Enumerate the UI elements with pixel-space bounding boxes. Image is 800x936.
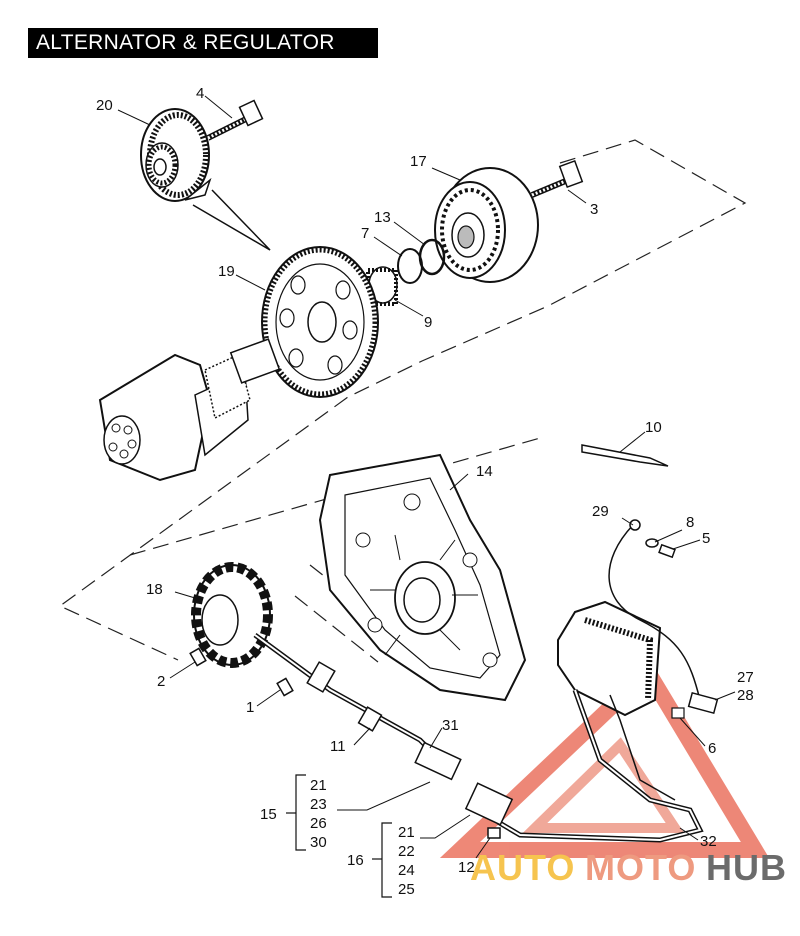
- bearing-9: [366, 266, 398, 306]
- ring-terminal-29: [629, 519, 641, 531]
- screw-1: [276, 677, 294, 697]
- callout-7: 7: [361, 225, 369, 242]
- callout-1: 1: [246, 699, 254, 716]
- callout-27: 27: [737, 669, 754, 686]
- callout-16: 16: [347, 852, 364, 869]
- callout-32: 32: [700, 833, 717, 850]
- callout-labels: 4 20 3 17 13 7 9 19 10 14 18 2 1 11 31 1…: [96, 85, 754, 898]
- callout-4: 4: [196, 85, 204, 102]
- group16-item: 21: [398, 824, 415, 841]
- callout-15: 15: [260, 806, 277, 823]
- group-brackets: [286, 774, 392, 898]
- group15-item: 30: [310, 834, 327, 851]
- callout-31: 31: [442, 717, 459, 734]
- gear-assembly-20: [140, 108, 212, 202]
- group16-item: 24: [398, 862, 415, 879]
- watermark-auto: AUTO: [470, 847, 575, 888]
- callout-6: 6: [708, 740, 716, 757]
- callout-18: 18: [146, 581, 163, 598]
- callout-9: 9: [424, 314, 432, 331]
- crankshaft: [98, 338, 281, 482]
- callout-5: 5: [702, 530, 710, 547]
- callout-8: 8: [686, 514, 694, 531]
- washer-8: [645, 538, 659, 548]
- gear-19: [261, 246, 379, 398]
- callout-14: 14: [476, 463, 493, 480]
- watermark-text: AUTO MOTO HUB: [470, 847, 787, 888]
- callout-19: 19: [218, 263, 235, 280]
- callout-3: 3: [590, 201, 598, 218]
- bolt-4: [206, 99, 264, 141]
- callout-11: 11: [330, 738, 346, 755]
- group16-item: 22: [398, 843, 415, 860]
- cover-14: [318, 453, 527, 702]
- stator-18: [191, 562, 273, 668]
- rotor-17: [434, 167, 539, 283]
- callout-20: 20: [96, 97, 113, 114]
- title-bar: ALTERNATOR & REGULATOR: [28, 28, 378, 58]
- callout-10: 10: [645, 419, 662, 436]
- watermark-hub: HUB: [706, 847, 787, 888]
- callout-29: 29: [592, 503, 609, 520]
- leader-20-19: [192, 189, 271, 251]
- leader-lines: [117, 95, 736, 859]
- callout-17: 17: [410, 153, 427, 170]
- screw-5: [658, 543, 676, 559]
- screw-2: [189, 647, 207, 667]
- group16-item: 25: [398, 881, 415, 898]
- callout-12: 12: [458, 859, 475, 876]
- stator-harness: [253, 632, 462, 781]
- callout-13: 13: [374, 209, 391, 226]
- watermark-moto: MOTO: [585, 847, 696, 888]
- callout-28: 28: [737, 687, 754, 704]
- group15-item: 26: [310, 815, 327, 832]
- watermark-logo: [439, 659, 770, 858]
- washer-7: [397, 248, 423, 284]
- strap-10: [581, 444, 669, 467]
- callout-2: 2: [157, 673, 165, 690]
- page-title: ALTERNATOR & REGULATOR: [36, 31, 335, 54]
- regulator: [464, 524, 719, 843]
- clip-12: [487, 827, 501, 839]
- group15-item: 23: [310, 796, 327, 813]
- bolt-3: [530, 159, 584, 198]
- group15-item: 21: [310, 777, 327, 794]
